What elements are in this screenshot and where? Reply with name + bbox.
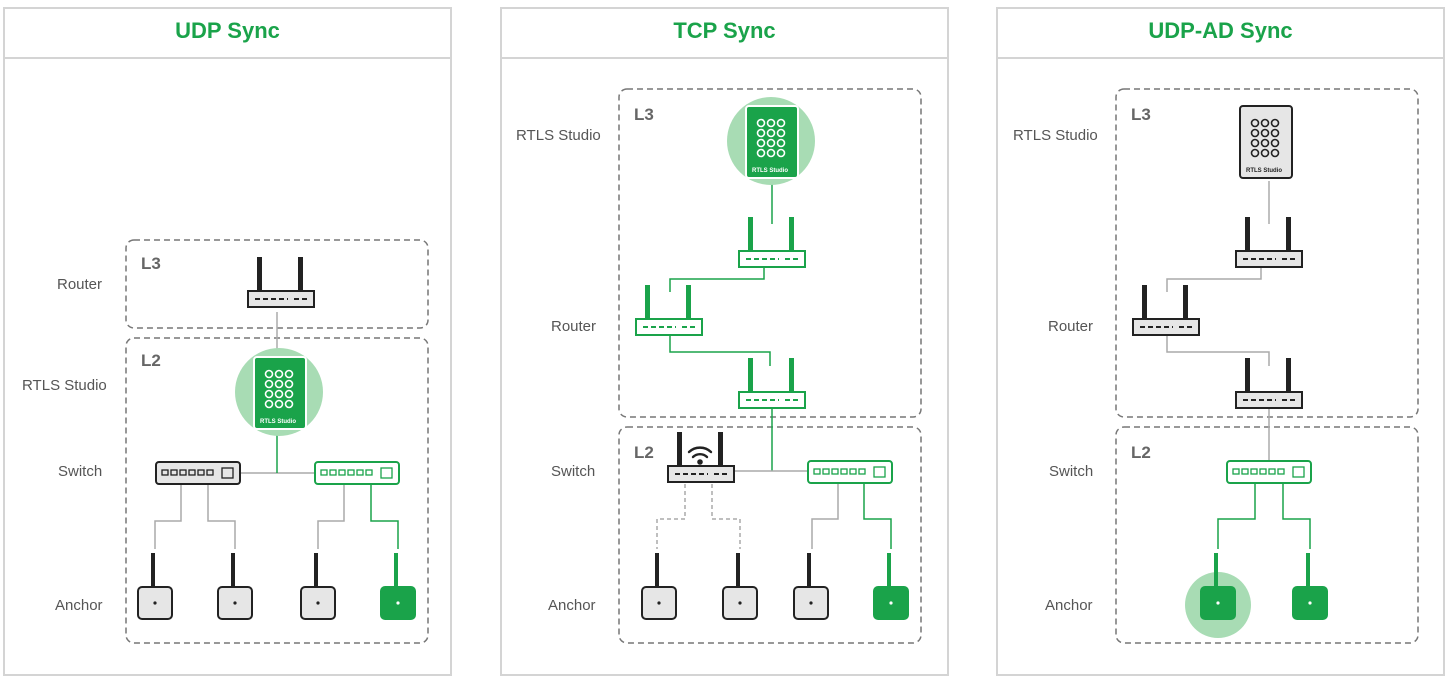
anchor-icon: [217, 553, 253, 620]
router-icon: [1132, 285, 1200, 336]
router-icon: [635, 285, 703, 336]
anchor-icon: [1292, 553, 1328, 620]
row-label-anchor: Anchor: [1045, 597, 1093, 614]
l2-zone: [1115, 426, 1419, 644]
tcp-sync-diagram: L3 L2 RTLS Studio Router Switch Anchor: [516, 88, 922, 644]
links: [656, 181, 892, 549]
row-label-studio: RTLS Studio: [22, 377, 107, 394]
rtls-studio-icon: RTLS Studio: [745, 105, 799, 179]
level-l3-label: L3: [634, 105, 654, 124]
row-label-anchor: Anchor: [55, 597, 103, 614]
router-icon: [247, 257, 315, 308]
row-label-switch: Switch: [551, 463, 595, 480]
l2-zone: [618, 426, 922, 644]
panel-title: UDP Sync: [5, 9, 450, 59]
rtls-studio-icon: RTLS Studio: [1239, 105, 1293, 179]
level-l3-label: L3: [141, 254, 161, 273]
udp-ad-sync-diagram: L3 L2 RTLS Studio Router Switch Anchor R…: [1013, 88, 1419, 644]
level-l2-label: L2: [634, 443, 654, 462]
switch-icon: [155, 461, 241, 485]
anchor-icon: [1200, 553, 1236, 620]
row-label-anchor: Anchor: [548, 597, 596, 614]
switch-icon: [807, 460, 893, 484]
level-l2-label: L2: [1131, 443, 1151, 462]
panel-udp-sync: UDP Sync L3 L2 Router RTLS Studio Switch…: [3, 7, 452, 676]
row-label-router: Router: [1048, 318, 1093, 335]
wifi-access-point-icon: [667, 432, 735, 483]
anchor-icon: [641, 553, 677, 620]
l3-zone: [618, 88, 922, 418]
level-l2-label: L2: [141, 351, 161, 370]
links: [154, 312, 399, 549]
panel-title: TCP Sync: [502, 9, 947, 59]
anchor-icon: [300, 553, 336, 620]
router-icon: [738, 358, 806, 409]
switch-icon: [314, 461, 400, 485]
router-icon: [1235, 217, 1303, 268]
row-label-switch: Switch: [58, 463, 102, 480]
row-label-switch: Switch: [1049, 463, 1093, 480]
row-label-studio: RTLS Studio: [516, 127, 601, 144]
panel-udp-ad-sync: UDP-AD Sync L3 L2 RTLS Studio Router Swi…: [996, 7, 1445, 676]
udp-sync-diagram: L3 L2 Router RTLS Studio Switch Anchor: [22, 239, 429, 644]
rtls-studio-icon: RTLS Studio: [253, 356, 307, 430]
anchor-icon: [722, 553, 758, 620]
row-label-router: Router: [551, 318, 596, 335]
studio-caption: RTLS Studio: [1246, 168, 1282, 174]
level-l3-label: L3: [1131, 105, 1151, 124]
l3-zone: [1115, 88, 1419, 418]
panel-title: UDP-AD Sync: [998, 9, 1443, 59]
studio-caption: RTLS Studio: [260, 419, 296, 425]
links: [1166, 181, 1311, 549]
wifi-icon: [687, 446, 713, 465]
panel-tcp-sync: TCP Sync L3 L2 RTLS Studio Router Switch…: [500, 7, 949, 676]
anchor-icon: [873, 553, 909, 620]
studio-caption: RTLS Studio: [752, 168, 788, 174]
switch-icon: [1226, 460, 1312, 484]
anchor-icon: [137, 553, 173, 620]
anchor-icon: [793, 553, 829, 620]
router-icon: [738, 217, 806, 268]
router-icon: [1235, 358, 1303, 409]
row-label-router: Router: [57, 276, 102, 293]
anchor-icon: [380, 553, 416, 620]
row-label-studio: RTLS Studio: [1013, 127, 1098, 144]
